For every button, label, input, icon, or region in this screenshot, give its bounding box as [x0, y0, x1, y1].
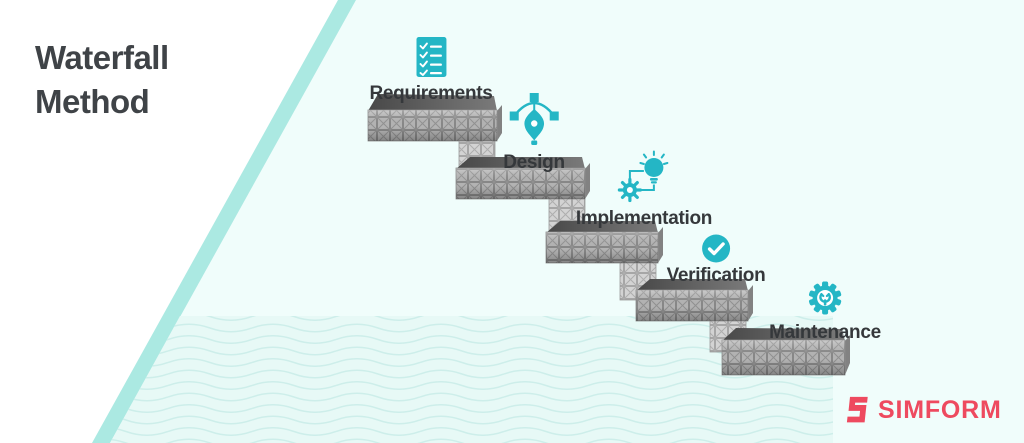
- checklist-icon: [415, 37, 446, 77]
- wave-pattern: [110, 316, 833, 443]
- step-label: Verification: [666, 265, 766, 286]
- step-verification: Verification: [667, 234, 766, 287]
- simform-logo: SIMFORM: [843, 394, 1002, 426]
- gear-wrench-icon: [808, 281, 842, 315]
- stair-step: [721, 328, 850, 376]
- step-design: Design: [503, 92, 565, 174]
- step-maintenance: Maintenance: [769, 276, 881, 344]
- stair-step: [455, 157, 590, 200]
- diagonal-stripe: [92, 0, 356, 443]
- title-line-1: Waterfall: [35, 39, 169, 76]
- step-label: Maintenance: [769, 322, 881, 343]
- title-line-2: Method: [35, 82, 150, 120]
- concrete-staircase: [367, 94, 850, 376]
- step-label: Design: [503, 152, 565, 173]
- brand-name: SIMFORM: [878, 395, 1002, 424]
- step-requirements: Requirements: [369, 37, 493, 105]
- step-label: Implementation: [575, 208, 713, 229]
- check-circle-icon: [701, 234, 730, 263]
- stair-step: [545, 221, 663, 264]
- simform-logo-icon: [846, 396, 868, 423]
- stair-step: [635, 279, 753, 322]
- pen-tool-icon: [509, 93, 559, 145]
- page-title: Waterfall Method: [35, 36, 169, 123]
- idea-gear-icon: [617, 150, 669, 203]
- step-implementation: Implementation: [576, 150, 712, 230]
- step-label: Requirements: [369, 83, 493, 104]
- stair-step: [367, 94, 502, 142]
